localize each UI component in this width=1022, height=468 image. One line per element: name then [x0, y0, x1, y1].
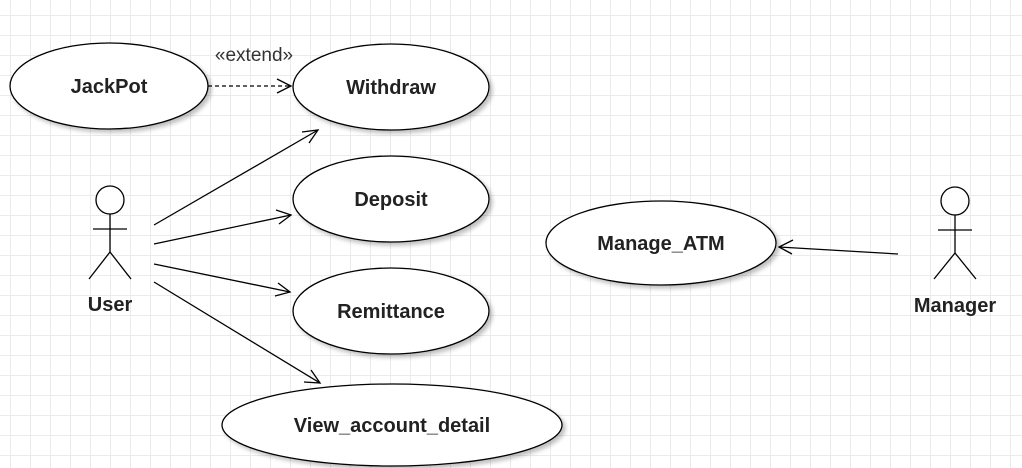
association-manager-manage-atm[interactable] — [777, 239, 899, 255]
actor-user-label: User — [88, 294, 133, 316]
actor-manager[interactable]: Manager — [914, 186, 996, 317]
use-case-remittance-label: Remittance — [337, 301, 445, 323]
use-case-withdraw[interactable]: Withdraw — [292, 43, 490, 131]
use-case-jackpot[interactable]: JackPot — [9, 42, 209, 130]
stick-figure-icon — [88, 185, 132, 280]
extend-relationship[interactable]: «extend» — [208, 45, 293, 94]
association-user-remittance[interactable] — [153, 263, 292, 297]
use-case-manage-atm[interactable]: Manage_ATM — [545, 200, 777, 286]
use-case-jackpot-label: JackPot — [71, 76, 148, 98]
actor-manager-label: Manager — [914, 295, 996, 317]
use-case-view-account-detail-label: View_account_detail — [294, 415, 490, 437]
stick-figure-icon — [933, 186, 977, 280]
use-case-deposit[interactable]: Deposit — [292, 155, 490, 243]
use-case-view-account-detail[interactable]: View_account_detail — [221, 383, 563, 467]
actor-user[interactable]: User — [88, 185, 133, 316]
use-case-withdraw-label: Withdraw — [346, 77, 436, 99]
association-user-view-account-detail[interactable] — [153, 281, 322, 384]
association-user-withdraw[interactable] — [153, 129, 320, 226]
use-case-manage-atm-label: Manage_ATM — [597, 233, 724, 255]
use-case-remittance[interactable]: Remittance — [292, 267, 490, 355]
association-user-deposit[interactable] — [153, 209, 293, 245]
extend-stereotype-label: «extend» — [215, 45, 293, 66]
use-case-deposit-label: Deposit — [354, 189, 428, 211]
